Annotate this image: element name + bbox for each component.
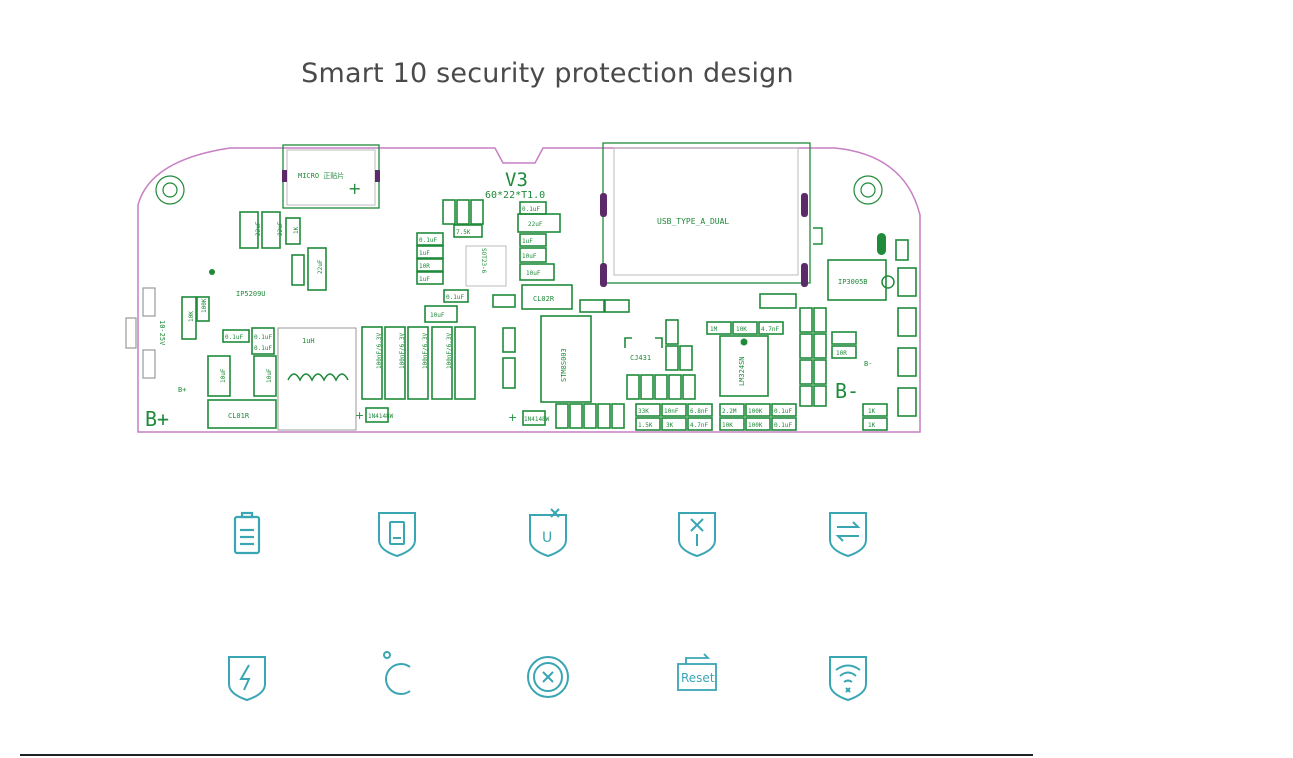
svg-text:1uH: 1uH	[302, 337, 315, 345]
svg-text:10-25V: 10-25V	[158, 320, 166, 346]
svg-text:0.1uF: 0.1uF	[419, 237, 437, 244]
svg-text:10uF: 10uF	[522, 253, 537, 260]
circle-x-icon	[523, 650, 573, 706]
svg-text:100nF/6.3V: 100nF/6.3V	[376, 332, 383, 369]
mount-hole-left	[155, 175, 185, 205]
reset-text: Reset	[681, 671, 715, 685]
svg-text:CL01R: CL01R	[228, 412, 250, 420]
svg-text:0.1uF: 0.1uF	[225, 334, 243, 341]
shield-battery-icon	[372, 506, 422, 562]
svg-text:0.1uF: 0.1uF	[254, 345, 272, 352]
svg-text:7.5K: 7.5K	[456, 229, 471, 236]
svg-text:4.7nF: 4.7nF	[690, 422, 708, 429]
usb-type-a-connector: USB_TYPE_A_DUAL	[600, 142, 811, 287]
svg-text:22uF: 22uF	[255, 221, 262, 236]
battery-icon	[222, 508, 272, 564]
inductor-coil	[287, 373, 349, 382]
svg-text:CL02R: CL02R	[533, 295, 555, 303]
chip-stm-label: STM8S003	[560, 348, 568, 382]
svg-text:6.8nF: 6.8nF	[690, 408, 708, 415]
svg-text:10K: 10K	[188, 311, 195, 322]
shield-exchange-icon	[823, 506, 873, 562]
svg-text:1K: 1K	[293, 226, 300, 234]
input-connector	[125, 287, 156, 379]
svg-text:1uF: 1uF	[419, 276, 430, 283]
svg-text:10K: 10K	[736, 326, 747, 333]
size-label: 60*22*T1.0	[485, 190, 545, 201]
shield-u-icon: U	[523, 506, 573, 562]
svg-text:1uF: 1uF	[419, 250, 430, 257]
svg-text:+: +	[355, 409, 364, 422]
svg-text:+: +	[508, 411, 517, 424]
bottom-divider	[20, 754, 1033, 756]
svg-text:B+: B+	[178, 386, 186, 394]
svg-text:10uF: 10uF	[526, 270, 541, 277]
svg-text:10uF: 10uF	[430, 312, 445, 319]
svg-text:2.2M: 2.2M	[722, 408, 737, 415]
temperature-ring-icon	[372, 650, 422, 706]
chip-ip3005b-label: IP3005B	[838, 278, 868, 286]
svg-text:SOT23-6: SOT23-6	[480, 248, 487, 274]
svg-text:10R: 10R	[419, 263, 430, 270]
svg-text:U: U	[542, 530, 552, 546]
chip-lm324-label: LM324SN	[738, 356, 746, 386]
chip-ip5209-label: IP5209U	[236, 290, 266, 298]
b-plus-label: B+	[145, 407, 169, 431]
svg-text:1.5K: 1.5K	[638, 422, 653, 429]
svg-text:100K: 100K	[748, 408, 763, 415]
svg-text:1N4148W: 1N4148W	[524, 416, 550, 423]
svg-text:100K: 100K	[748, 422, 763, 429]
svg-text:10uF: 10uF	[266, 368, 273, 383]
svg-text:1M: 1M	[710, 326, 718, 333]
page-title: Smart 10 security protection design	[301, 58, 794, 89]
svg-text:22uF: 22uF	[528, 221, 543, 228]
svg-text:1uF: 1uF	[522, 238, 533, 245]
version-label: V3	[505, 169, 528, 191]
svg-text:10uF: 10uF	[220, 368, 227, 383]
svg-text:0.1uF: 0.1uF	[522, 206, 540, 213]
svg-text:0.1uF: 0.1uF	[254, 334, 272, 341]
shield-lightning-icon	[222, 650, 272, 706]
svg-text:100nF/6.3V: 100nF/6.3V	[399, 332, 406, 369]
svg-text:100nF/6.3V: 100nF/6.3V	[446, 332, 453, 369]
svg-text:10nF: 10nF	[664, 408, 679, 415]
b-minus-label: B-	[835, 379, 859, 403]
board-outline	[137, 147, 921, 433]
svg-text:1N4148W: 1N4148W	[368, 413, 394, 420]
svg-text:10R: 10R	[836, 350, 847, 357]
svg-text:0.1uF: 0.1uF	[446, 294, 464, 301]
svg-text:3K: 3K	[666, 422, 674, 429]
micro-usb-connector: MICRO 正贴片 +	[282, 144, 380, 209]
usb-label: USB_TYPE_A_DUAL	[657, 217, 729, 226]
svg-text:100K: 100K	[201, 298, 208, 313]
svg-text:1K: 1K	[868, 422, 876, 429]
svg-text:0.1uF: 0.1uF	[774, 408, 792, 415]
reset-icon: Reset	[672, 650, 722, 706]
pcb-diagram: MICRO 正贴片 + USB_TYPE_A_DUAL V3 60*22*T1.…	[125, 142, 921, 433]
shield-short-circuit-icon	[672, 506, 722, 562]
svg-text:100nF/6.3V: 100nF/6.3V	[422, 332, 429, 369]
shield-wifi-icon	[823, 650, 873, 706]
chip-cj431-label: CJ431	[630, 354, 651, 362]
svg-text:10K: 10K	[722, 422, 733, 429]
mount-hole-right	[853, 175, 883, 205]
svg-text:4.7nF: 4.7nF	[761, 326, 779, 333]
svg-text:B-: B-	[864, 360, 872, 368]
svg-text:1K: 1K	[868, 408, 876, 415]
svg-text:33K: 33K	[638, 408, 649, 415]
micro-label: MICRO 正贴片	[298, 171, 344, 180]
svg-text:22uF: 22uF	[317, 259, 324, 274]
svg-text:0.1uF: 0.1uF	[774, 422, 792, 429]
svg-text:22uF: 22uF	[277, 221, 284, 236]
svg-text:+: +	[348, 179, 361, 198]
